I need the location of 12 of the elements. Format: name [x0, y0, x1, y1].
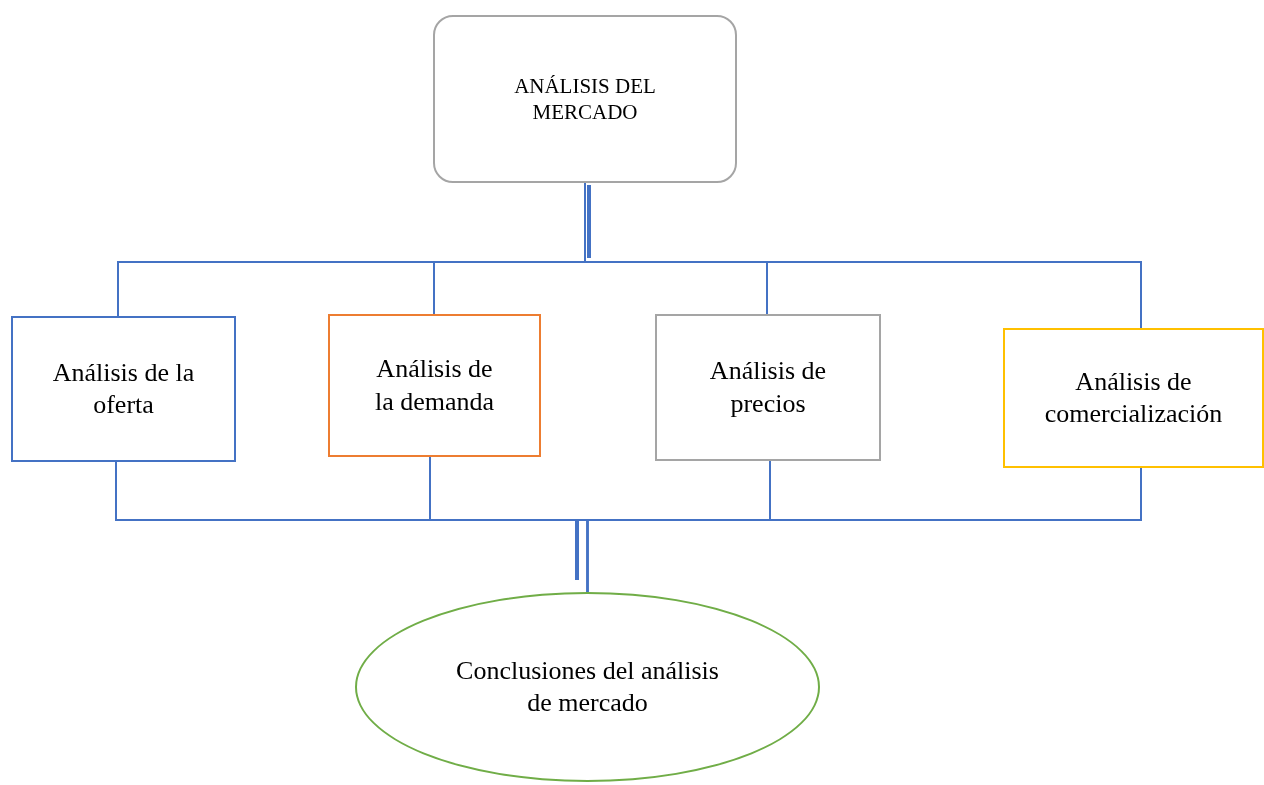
node-label: Análisis de precios — [708, 355, 828, 420]
process-box — [655, 314, 881, 461]
node-label: Conclusiones del análisis de mercado — [455, 654, 720, 719]
connector-line — [586, 467, 1142, 593]
process-box — [1003, 328, 1264, 468]
node-label: Análisis de la demanda — [374, 353, 495, 418]
rounded-box — [433, 15, 737, 183]
node-label: Análisis de comercialización — [1043, 365, 1224, 430]
node-label: Análisis de la oferta — [51, 356, 196, 421]
node-label: ANÁLISIS DEL MERCADO — [513, 72, 657, 126]
process-box — [11, 316, 236, 462]
process-box — [328, 314, 541, 457]
